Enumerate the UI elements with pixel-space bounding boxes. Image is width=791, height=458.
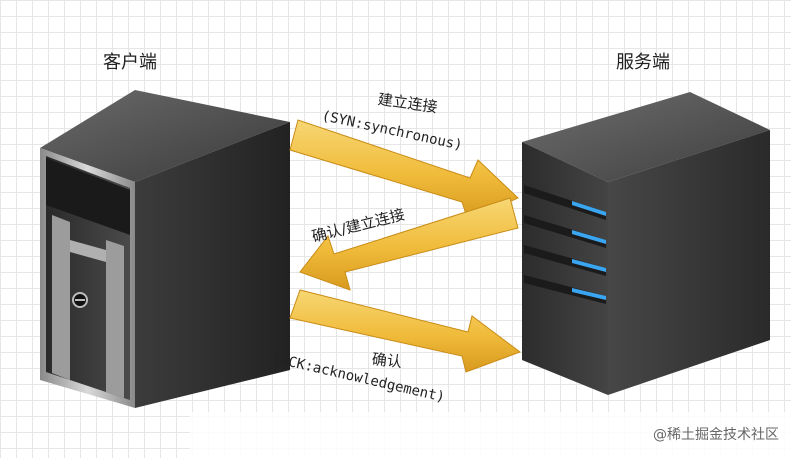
synack-arrow: [299, 197, 519, 291]
syn-arrow: [289, 119, 519, 221]
client-computer-icon: [40, 90, 290, 408]
watermark: @稀土掘金技术社区: [653, 427, 779, 443]
server-label: 服务端: [616, 52, 670, 73]
watermark-background: [190, 412, 791, 458]
client-label: 客户端: [103, 52, 157, 73]
server-led-slots: [524, 185, 606, 304]
ack-arrow: [289, 289, 522, 373]
ack-title: 确认: [371, 350, 403, 372]
server-icon: [522, 92, 770, 395]
